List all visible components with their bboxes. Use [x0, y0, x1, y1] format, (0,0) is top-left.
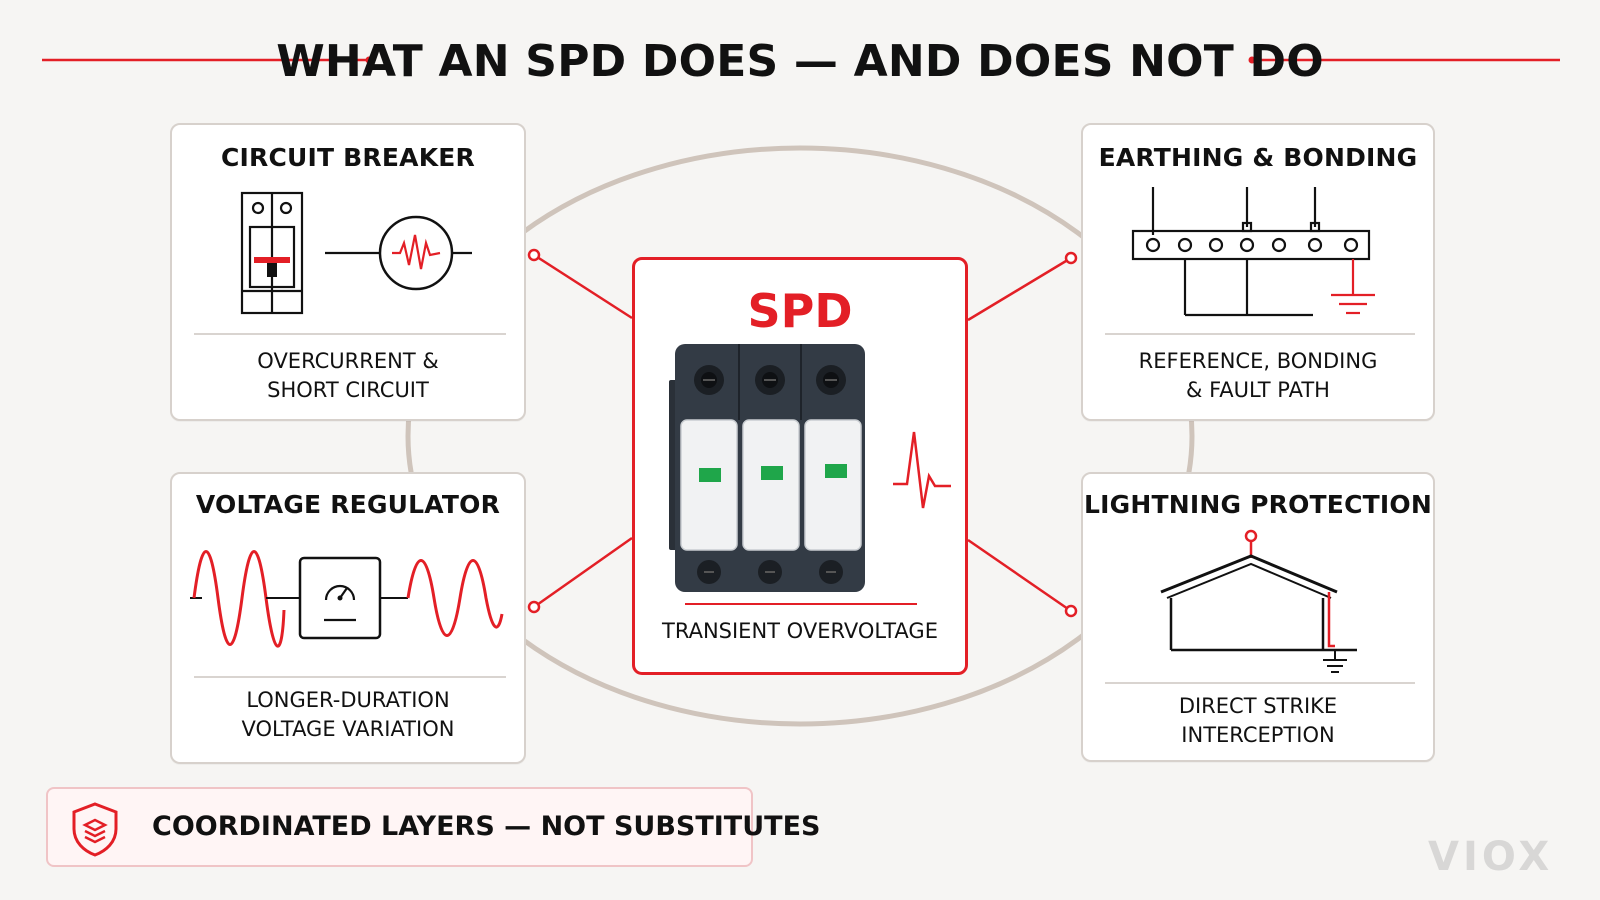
page-title-wrap: WHAT AN SPD DOES — AND DOES NOT DO — [0, 30, 1600, 94]
card-divider — [194, 333, 506, 335]
connector-earthing-bonding — [967, 251, 1078, 322]
card-description: REFERENCE, BONDING & FAULT PATH — [1083, 347, 1433, 405]
card-circuit-breaker: CIRCUIT BREAKER OVERCURRENT & SHORT CIRC… — [170, 123, 526, 421]
terminal-screws-bottom — [697, 560, 843, 584]
spd-device-icon — [669, 344, 951, 592]
brand-logo: VIOX — [1428, 834, 1554, 880]
card-title: EARTHING & BONDING — [1098, 143, 1418, 172]
card-title: CIRCUIT BREAKER — [220, 143, 476, 172]
footer-callout: COORDINATED LAYERS — NOT SUBSTITUTES — [46, 787, 820, 867]
footer-text: COORDINATED LAYERS — NOT SUBSTITUTES — [152, 811, 821, 842]
card-desc-line: OVERCURRENT & — [257, 349, 439, 373]
card-earthing-bonding: EARTHING & BONDING REFER — [1081, 123, 1435, 421]
card-desc-line: VOLTAGE VARIATION — [241, 717, 455, 741]
card-divider — [685, 603, 917, 605]
card-title: VOLTAGE REGULATOR — [195, 490, 501, 519]
card-divider — [1105, 682, 1415, 684]
coordination-ring — [405, 145, 1195, 727]
spd-description: TRANSIENT OVERVOLTAGE — [662, 619, 938, 643]
card-divider — [1105, 333, 1415, 335]
voltage-regulator-icon — [190, 550, 504, 648]
card-desc-line: INTERCEPTION — [1181, 723, 1335, 747]
card-divider — [194, 676, 506, 678]
card-voltage-regulator: VOLTAGE REGULATOR LONGER-DURATION VOLTAG… — [170, 472, 526, 764]
page-title: WHAT AN SPD DOES — AND DOES NOT DO — [276, 36, 1324, 87]
earthing-busbar-icon — [1131, 187, 1375, 317]
card-desc-line: SHORT CIRCUIT — [267, 378, 429, 402]
card-lightning-protection: LIGHTNING PROTECTION DIRECT STRIKE INTER… — [1081, 472, 1435, 762]
card-desc-line: & FAULT PATH — [1186, 378, 1330, 402]
card-description: LONGER-DURATION VOLTAGE VARIATION — [172, 686, 524, 744]
card-description: OVERCURRENT & SHORT CIRCUIT — [172, 347, 524, 405]
spd-label: SPD — [747, 284, 853, 338]
building-lightning-rod-icon — [1160, 529, 1357, 673]
card-description: DIRECT STRIKE INTERCEPTION — [1083, 692, 1433, 750]
circuit-breaker-icon — [240, 191, 472, 315]
transient-spike-icon — [893, 431, 951, 509]
title-right-dot — [1248, 56, 1256, 64]
card-desc-line: REFERENCE, BONDING — [1138, 349, 1378, 373]
connector-voltage-regulator — [527, 536, 633, 614]
card-spd: SPD — [632, 257, 968, 675]
connector-lightning-protection — [967, 538, 1078, 618]
card-desc-line: DIRECT STRIKE — [1178, 694, 1338, 718]
terminal-screws-top — [694, 365, 846, 395]
card-desc-line: LONGER-DURATION — [246, 688, 450, 712]
card-title: LIGHTNING PROTECTION — [1084, 490, 1432, 519]
title-left-dot — [365, 56, 373, 64]
connector-circuit-breaker — [527, 248, 633, 320]
shield-layers-icon — [72, 802, 118, 857]
